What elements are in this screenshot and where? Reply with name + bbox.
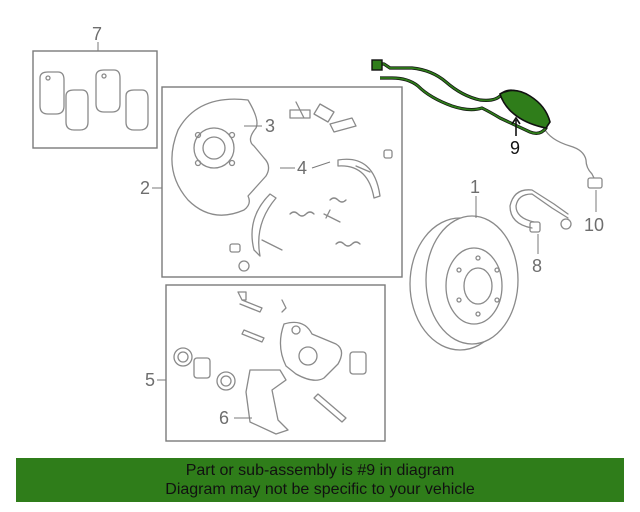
callout-6[interactable]: 6 xyxy=(219,408,229,428)
speed-sensor xyxy=(543,127,603,189)
callout-10[interactable]: 10 xyxy=(584,215,604,235)
callout-3[interactable]: 3 xyxy=(265,116,275,136)
callout-4[interactable]: 4 xyxy=(297,158,307,178)
pad-kit-box xyxy=(32,50,158,149)
callout-7[interactable]: 7 xyxy=(92,24,102,44)
parking-brake-shoes xyxy=(251,158,381,257)
banner-line-1: Part or sub-assembly is #9 in diagram xyxy=(185,462,455,479)
backing-plate xyxy=(171,98,270,216)
parking-brake-group: 2 3 4 xyxy=(140,86,403,278)
brake-pad-parts xyxy=(39,69,149,131)
caliper-box xyxy=(165,284,386,442)
callout-8[interactable]: 8 xyxy=(532,256,542,276)
brake-pad-group: 7 xyxy=(32,24,158,149)
banner-line-2: Diagram may not be specific to your vehi… xyxy=(165,481,475,498)
callout-2[interactable]: 2 xyxy=(140,178,150,198)
shoe-hardware xyxy=(229,101,393,272)
part-info-banner: Part or sub-assembly is #9 in diagram Di… xyxy=(16,458,624,502)
parking-brake-box xyxy=(161,86,403,278)
caliper-group: 5 6 xyxy=(145,284,386,442)
caliper-parts xyxy=(173,291,367,435)
brake-hose xyxy=(509,189,572,233)
highlighted-part-9[interactable] xyxy=(371,59,551,135)
parts-diagram: 7 2 3 xyxy=(32,24,604,442)
brake-rotor xyxy=(409,215,519,351)
callout-9[interactable]: 9 xyxy=(510,138,520,158)
callout-1[interactable]: 1 xyxy=(470,177,480,197)
callout-5[interactable]: 5 xyxy=(145,370,155,390)
